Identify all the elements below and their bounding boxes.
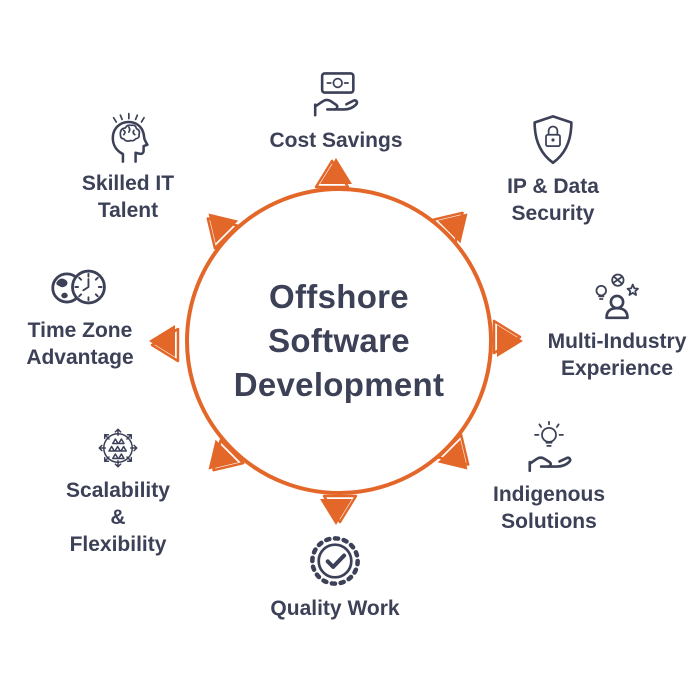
benefit-ip-data-security: IP & Data Security — [453, 112, 653, 227]
arrow-top-right-icon — [428, 191, 490, 253]
benefit-quality-work: Quality Work — [235, 532, 435, 622]
arrow-top-icon — [314, 148, 358, 192]
benefit-label: Indigenous Solutions — [493, 483, 605, 533]
benefit-label: Multi-Industry Experience — [547, 330, 687, 380]
benefit-skilled-it-talent: Skilled IT Talent — [28, 111, 228, 224]
benefit-label: Skilled IT Talent — [81, 172, 175, 222]
benefit-indigenous-solutions: Indigenous Solutions — [449, 420, 649, 535]
arrow-bottom-icon — [314, 491, 358, 535]
arrow-right-icon — [489, 319, 533, 363]
benefit-label: IP & Data Security — [507, 175, 599, 225]
arrow-bottom-left-icon — [186, 430, 248, 492]
badge-check-icon — [306, 532, 364, 590]
person-skills-icon — [589, 267, 645, 323]
head-brain-icon — [101, 111, 155, 165]
globe-clock-icon — [49, 262, 111, 312]
diagram-title: Offshore Software Development — [233, 278, 445, 403]
shield-lock-icon — [525, 112, 581, 168]
benefit-multi-industry-experience: Multi-Industry Experience — [517, 267, 700, 382]
money-hand-icon — [308, 70, 364, 122]
arrow-bottom-right-icon — [428, 430, 490, 492]
benefit-time-zone-advantage: Time Zone Advantage — [0, 262, 180, 371]
benefit-label: Time Zone Advantage — [26, 319, 134, 369]
benefit-scalability-flexibility: Scalability & Flexibility — [18, 424, 218, 558]
idea-hand-icon — [521, 420, 577, 476]
benefit-label: Quality Work — [270, 597, 400, 620]
benefit-label: Scalability & Flexibility — [66, 479, 170, 556]
arrow-left-icon — [139, 319, 183, 363]
arrow-top-left-icon — [186, 191, 248, 253]
scale-network-icon — [93, 424, 143, 472]
benefit-cost-savings: Cost Savings — [236, 70, 436, 154]
benefit-label: Cost Savings — [269, 129, 403, 152]
center-circle: Offshore Software Development — [185, 187, 493, 495]
